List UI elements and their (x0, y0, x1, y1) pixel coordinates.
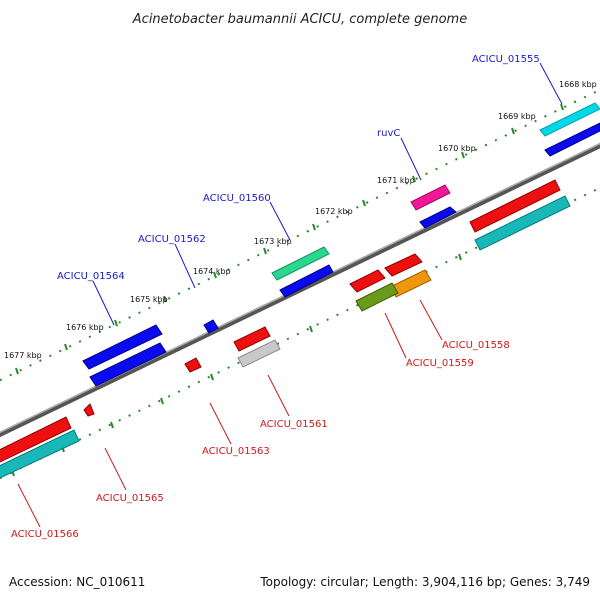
gene-arrow-acicu-01555[interactable] (539, 102, 600, 137)
gene-features (0, 102, 600, 479)
scale-label-1673: 1673 kbp (254, 237, 292, 246)
gene-arrow-acicu-01561-b[interactable] (237, 339, 281, 368)
scale-label-1675: 1675 kbp (130, 295, 168, 304)
gene-arrow-acicu-01563[interactable] (184, 357, 202, 373)
scale-label-1674: 1674 kbp (193, 267, 231, 276)
gene-arrow-acicu-01564[interactable] (82, 324, 163, 370)
gene-arrow-acicu-01557[interactable] (384, 253, 423, 277)
gene-arrow-acicu-01562[interactable] (203, 319, 219, 334)
gene-label-acicu-01558[interactable]: ACICU_01558 (442, 340, 510, 351)
gene-arrow-acicu-01560[interactable] (271, 246, 330, 281)
gene-arrow-acicu-01560-protein[interactable] (279, 264, 334, 298)
scale-label-1668: 1668 kbp (559, 80, 597, 89)
gene-arrow-ruvc[interactable] (410, 184, 451, 211)
gene-arrow-acicu-01558-a[interactable] (469, 179, 561, 233)
gene-label-acicu-01565[interactable]: ACICU_01565 (96, 493, 164, 504)
scale-line-forward (0, 88, 600, 382)
gene-arrow-acicu-01566-a[interactable] (0, 416, 72, 463)
gene-label-acicu-01564[interactable]: ACICU_01564 (57, 271, 125, 282)
gene-arrow-acicu-01564-protein[interactable] (89, 342, 167, 387)
accession-text: Accession: NC_010611 (9, 575, 145, 589)
gene-label-acicu-01563[interactable]: ACICU_01563 (202, 446, 270, 457)
gene-arrow-ruvc-protein[interactable] (419, 206, 457, 229)
genome-summary-text: Topology: circular; Length: 3,904,116 bp… (259, 575, 590, 589)
scale-label-1676: 1676 kbp (66, 323, 104, 332)
gene-arrow-acicu-01555-protein[interactable] (544, 122, 600, 157)
gene-label-acicu-01561[interactable]: ACICU_01561 (260, 419, 328, 430)
scale-label-1669: 1669 kbp (498, 112, 536, 121)
gene-arrow-acicu-01561-a[interactable] (233, 326, 271, 352)
gene-arrow-acicu-01558-b[interactable] (474, 195, 571, 251)
gene-label-acicu-01560[interactable]: ACICU_01560 (203, 193, 271, 204)
scale-label-1671: 1671 kbp (377, 176, 415, 185)
label-leaders (17, 62, 563, 528)
gene-label-acicu-01562[interactable]: ACICU_01562 (138, 234, 206, 245)
major-ticks-forward (15, 103, 564, 375)
gene-label-acicu-01559[interactable]: ACICU_01559 (406, 358, 474, 369)
gene-label-acicu-01566[interactable]: ACICU_01566 (11, 529, 79, 540)
scale-label-1670: 1670 kbp (438, 144, 476, 153)
gene-arrow-acicu-01559-a[interactable] (349, 269, 386, 293)
scale-label-1677: 1677 kbp (4, 351, 42, 360)
scale-label-1672: 1672 kbp (315, 207, 353, 216)
gene-arrow-acicu-01566-b[interactable] (0, 429, 80, 479)
map-title: Acinetobacter baumannii ACICU, complete … (132, 12, 467, 27)
gene-label-acicu-01555[interactable]: ACICU_01555 (472, 54, 540, 65)
gene-arrow-acicu-01559-b[interactable] (355, 282, 399, 312)
gene-label-ruvc[interactable]: ruvC (377, 128, 400, 139)
gene-arrow-acicu-01565[interactable] (83, 403, 95, 417)
